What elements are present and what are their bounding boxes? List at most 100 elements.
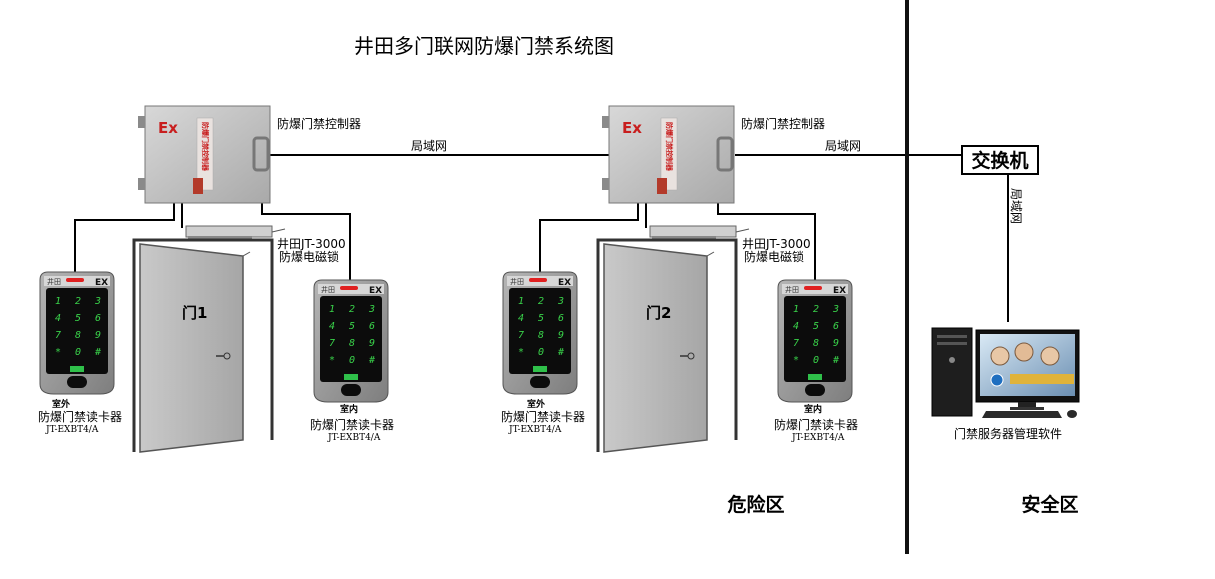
- keypad-key[interactable]: 8: [813, 338, 819, 349]
- door-group-1: Ex 防爆门禁控制器 防爆门禁控制器 井田JT-3000 防爆电磁锁 门1 井田…: [38, 105, 394, 453]
- keypad-key[interactable]: 2: [813, 304, 819, 315]
- controller-1: Ex 防爆门禁控制器 防爆门禁控制器: [138, 105, 361, 204]
- keypad-key[interactable]: 2: [75, 296, 81, 307]
- keypad-key[interactable]: #: [94, 347, 102, 358]
- keypad-key[interactable]: 3: [94, 296, 101, 307]
- lock-2-label-line1: 井田JT-3000: [742, 237, 811, 251]
- keypad-key[interactable]: 9: [558, 330, 564, 341]
- fingerprint-icon: [805, 384, 825, 396]
- reader-2-name: 防爆门禁读卡器: [310, 417, 394, 432]
- lan-label-vertical: 局域网: [1009, 188, 1023, 224]
- door-2-label: 门2: [646, 304, 671, 322]
- keypad-key[interactable]: 3: [832, 304, 839, 315]
- reader-keypad-panel: [46, 288, 108, 374]
- server-computer: 门禁服务器管理软件: [931, 327, 1080, 441]
- controller-1-label: 防爆门禁控制器: [277, 116, 361, 131]
- keypad-key[interactable]: 0: [75, 347, 81, 358]
- keypad-key[interactable]: 5: [349, 321, 355, 332]
- keypad-key[interactable]: *: [518, 347, 524, 358]
- fingerprint-icon: [67, 376, 87, 388]
- card-reader-icon: [533, 366, 547, 372]
- reader-4-name: 防爆门禁读卡器: [774, 417, 858, 432]
- keypad-key[interactable]: 9: [369, 338, 375, 349]
- reader-3-name: 防爆门禁读卡器: [501, 409, 585, 424]
- keypad-key[interactable]: 4: [329, 321, 335, 332]
- keypad-key[interactable]: #: [368, 355, 376, 366]
- reader-1-position: 室外: [52, 398, 70, 410]
- keypad-key[interactable]: 6: [95, 313, 101, 324]
- keypad-key[interactable]: 7: [55, 330, 61, 341]
- keypad-key[interactable]: #: [832, 355, 840, 366]
- keypad-key[interactable]: #: [557, 347, 565, 358]
- lock-1-label-line2: 防爆电磁锁: [279, 249, 339, 264]
- card-reader-icon: [70, 366, 84, 372]
- keypad-key[interactable]: 9: [95, 330, 101, 341]
- reader-1-outdoor: 井田 EX 1 2 3 4 5 6 7 8 9 * 0 # 室外 防爆门禁读卡器 JT-EXBT4/A: [38, 271, 122, 435]
- keypad-key[interactable]: 5: [813, 321, 819, 332]
- ex-badge: Ex: [158, 119, 178, 137]
- network-switch: 交换机: [961, 145, 1039, 175]
- keypad-key[interactable]: 3: [557, 296, 564, 307]
- keypad-key[interactable]: 2: [538, 296, 544, 307]
- keypad-key[interactable]: 3: [368, 304, 375, 315]
- reader-led-indicator: [66, 278, 84, 282]
- controller-2-label: 防爆门禁控制器: [741, 116, 825, 131]
- keypad-key[interactable]: 1: [329, 304, 335, 315]
- diagram-title: 井田多门联网防爆门禁系统图: [354, 34, 614, 58]
- reader-ex-badge: EX: [833, 286, 846, 296]
- keypad-key[interactable]: 7: [793, 338, 799, 349]
- reader-3-position: 室外: [527, 398, 545, 410]
- keypad-key[interactable]: 5: [538, 313, 544, 324]
- keypad-key[interactable]: 8: [349, 338, 355, 349]
- wires-group-1: [74, 203, 351, 280]
- keypad-key[interactable]: 1: [55, 296, 61, 307]
- reader-1-name: 防爆门禁读卡器: [38, 409, 122, 424]
- keypad-key[interactable]: 7: [518, 330, 524, 341]
- keypad-key[interactable]: *: [329, 355, 335, 366]
- mag-lock-1: 井田JT-3000 防爆电磁锁: [185, 225, 346, 264]
- mag-lock-2: 井田JT-3000 防爆电磁锁: [649, 225, 811, 264]
- reader-1-model: JT-EXBT4/A: [45, 425, 99, 435]
- reader-keypad-panel: [784, 296, 846, 382]
- lock-2-label-line2: 防爆电磁锁: [744, 249, 804, 264]
- keypad-key[interactable]: 2: [349, 304, 355, 315]
- keypad-key[interactable]: 0: [813, 355, 819, 366]
- keypad-key[interactable]: 4: [518, 313, 524, 324]
- keypad-key[interactable]: 8: [538, 330, 544, 341]
- reader-ex-badge: EX: [369, 286, 382, 296]
- keypad-key[interactable]: *: [55, 347, 61, 358]
- reader-4-model: JT-EXBT4/A: [791, 433, 845, 443]
- keypad-key[interactable]: 7: [329, 338, 335, 349]
- keypad-key[interactable]: 6: [369, 321, 375, 332]
- keypad-key[interactable]: 1: [518, 296, 524, 307]
- keypad-key[interactable]: 4: [793, 321, 799, 332]
- reader-brand: 井田: [47, 277, 61, 286]
- keypad-key[interactable]: 4: [55, 313, 61, 324]
- keypad-key[interactable]: 8: [75, 330, 81, 341]
- fingerprint-icon: [530, 376, 550, 388]
- door-2: 门2: [596, 238, 738, 453]
- wires-group-2: [539, 203, 816, 280]
- reader-ex-badge: EX: [95, 278, 108, 288]
- controller-plate: 防爆门禁控制器: [201, 122, 210, 172]
- reader-brand: 井田: [321, 285, 335, 294]
- keypad-key[interactable]: 6: [558, 313, 564, 324]
- reader-keypad-panel: [320, 296, 382, 382]
- reader-led-indicator: [340, 286, 358, 290]
- lan-label-2: 局域网: [825, 139, 861, 153]
- keypad-key[interactable]: 0: [538, 347, 544, 358]
- door-group-2: Ex 防爆门禁控制器 防爆门禁控制器 井田JT-3000 防爆电磁锁 门2 井田…: [501, 105, 858, 453]
- reader-4-position: 室内: [804, 403, 822, 415]
- keypad-key[interactable]: 5: [75, 313, 81, 324]
- keypad-key[interactable]: 1: [793, 304, 799, 315]
- keypad-key[interactable]: 9: [833, 338, 839, 349]
- reader-2-position: 室内: [340, 403, 358, 415]
- keypad-key[interactable]: *: [793, 355, 799, 366]
- keypad-key[interactable]: 0: [349, 355, 355, 366]
- zone-safe-label: 安全区: [1021, 493, 1078, 516]
- keypad-key[interactable]: 6: [833, 321, 839, 332]
